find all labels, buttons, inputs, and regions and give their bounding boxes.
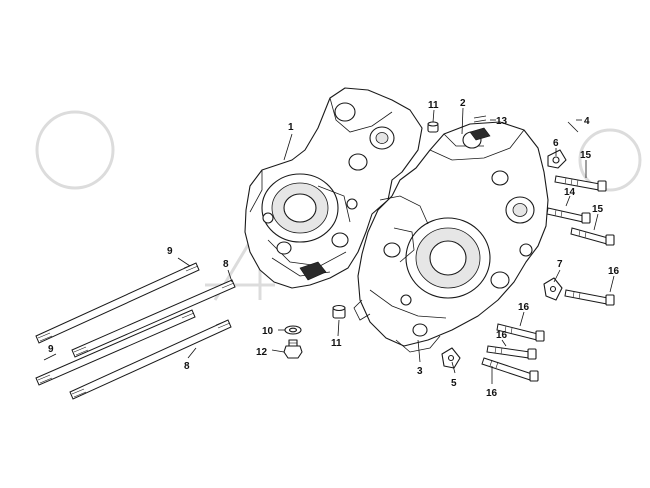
callout-7: 7 xyxy=(557,259,563,270)
callout-5: 5 xyxy=(451,378,457,389)
bolt-16-bottom xyxy=(481,357,539,382)
callout-14: 14 xyxy=(564,187,576,198)
callout-11-lower: 11 xyxy=(331,338,342,349)
callout-3: 3 xyxy=(417,366,423,377)
watermark-logo xyxy=(35,110,642,301)
hose-guide-clamp xyxy=(547,149,567,169)
right-crankcase-half xyxy=(353,121,549,353)
stud-bolt-8-lower xyxy=(69,319,232,400)
callout-16-mid-upper: 16 xyxy=(518,302,530,313)
bolt-16-mid-upper xyxy=(496,323,545,342)
callout-12: 12 xyxy=(256,347,268,358)
callout-labels: 1 2 3 4 5 6 7 8 8 9 9 10 11 11 12 13 14 … xyxy=(48,98,620,399)
left-crankcase-half xyxy=(244,87,423,289)
bolt-15-lower xyxy=(570,227,615,246)
bolt-15-upper xyxy=(554,175,607,192)
callout-15-lower: 15 xyxy=(592,204,604,215)
callout-15-upper: 15 xyxy=(580,150,592,161)
callout-4: 4 xyxy=(584,116,590,127)
bolt-14 xyxy=(546,207,591,224)
callout-6: 6 xyxy=(553,138,559,149)
sealing-washer xyxy=(284,325,302,335)
callout-11-upper: 11 xyxy=(428,100,439,111)
callout-2: 2 xyxy=(460,98,466,109)
callout-8-lower: 8 xyxy=(184,361,190,372)
callout-16-mid-lower: 16 xyxy=(496,330,508,341)
bracket xyxy=(441,347,461,369)
stud-bolt-8-upper xyxy=(71,279,236,358)
dowel-pin-lower xyxy=(332,304,346,319)
callout-9-lower: 9 xyxy=(48,344,54,355)
leader-lines xyxy=(43,107,615,384)
bolt-16-mid-lower xyxy=(486,345,537,360)
cable-clamp xyxy=(543,277,563,301)
bolt-16-right xyxy=(564,289,615,306)
callout-8-upper: 8 xyxy=(223,259,229,270)
tube-clip xyxy=(473,115,487,123)
breather-tube xyxy=(468,97,579,133)
stud-bolt-9-upper xyxy=(35,262,200,344)
drain-plug xyxy=(283,339,303,359)
stud-bolt-9-lower xyxy=(35,309,196,386)
callout-16-bottom: 16 xyxy=(486,388,498,399)
callout-10: 10 xyxy=(262,326,274,337)
callout-16-right: 16 xyxy=(608,266,620,277)
callout-13: 13 xyxy=(496,116,508,127)
callout-9-upper: 9 xyxy=(167,246,173,257)
callout-1: 1 xyxy=(288,122,294,133)
dowel-pin-upper xyxy=(427,121,439,133)
